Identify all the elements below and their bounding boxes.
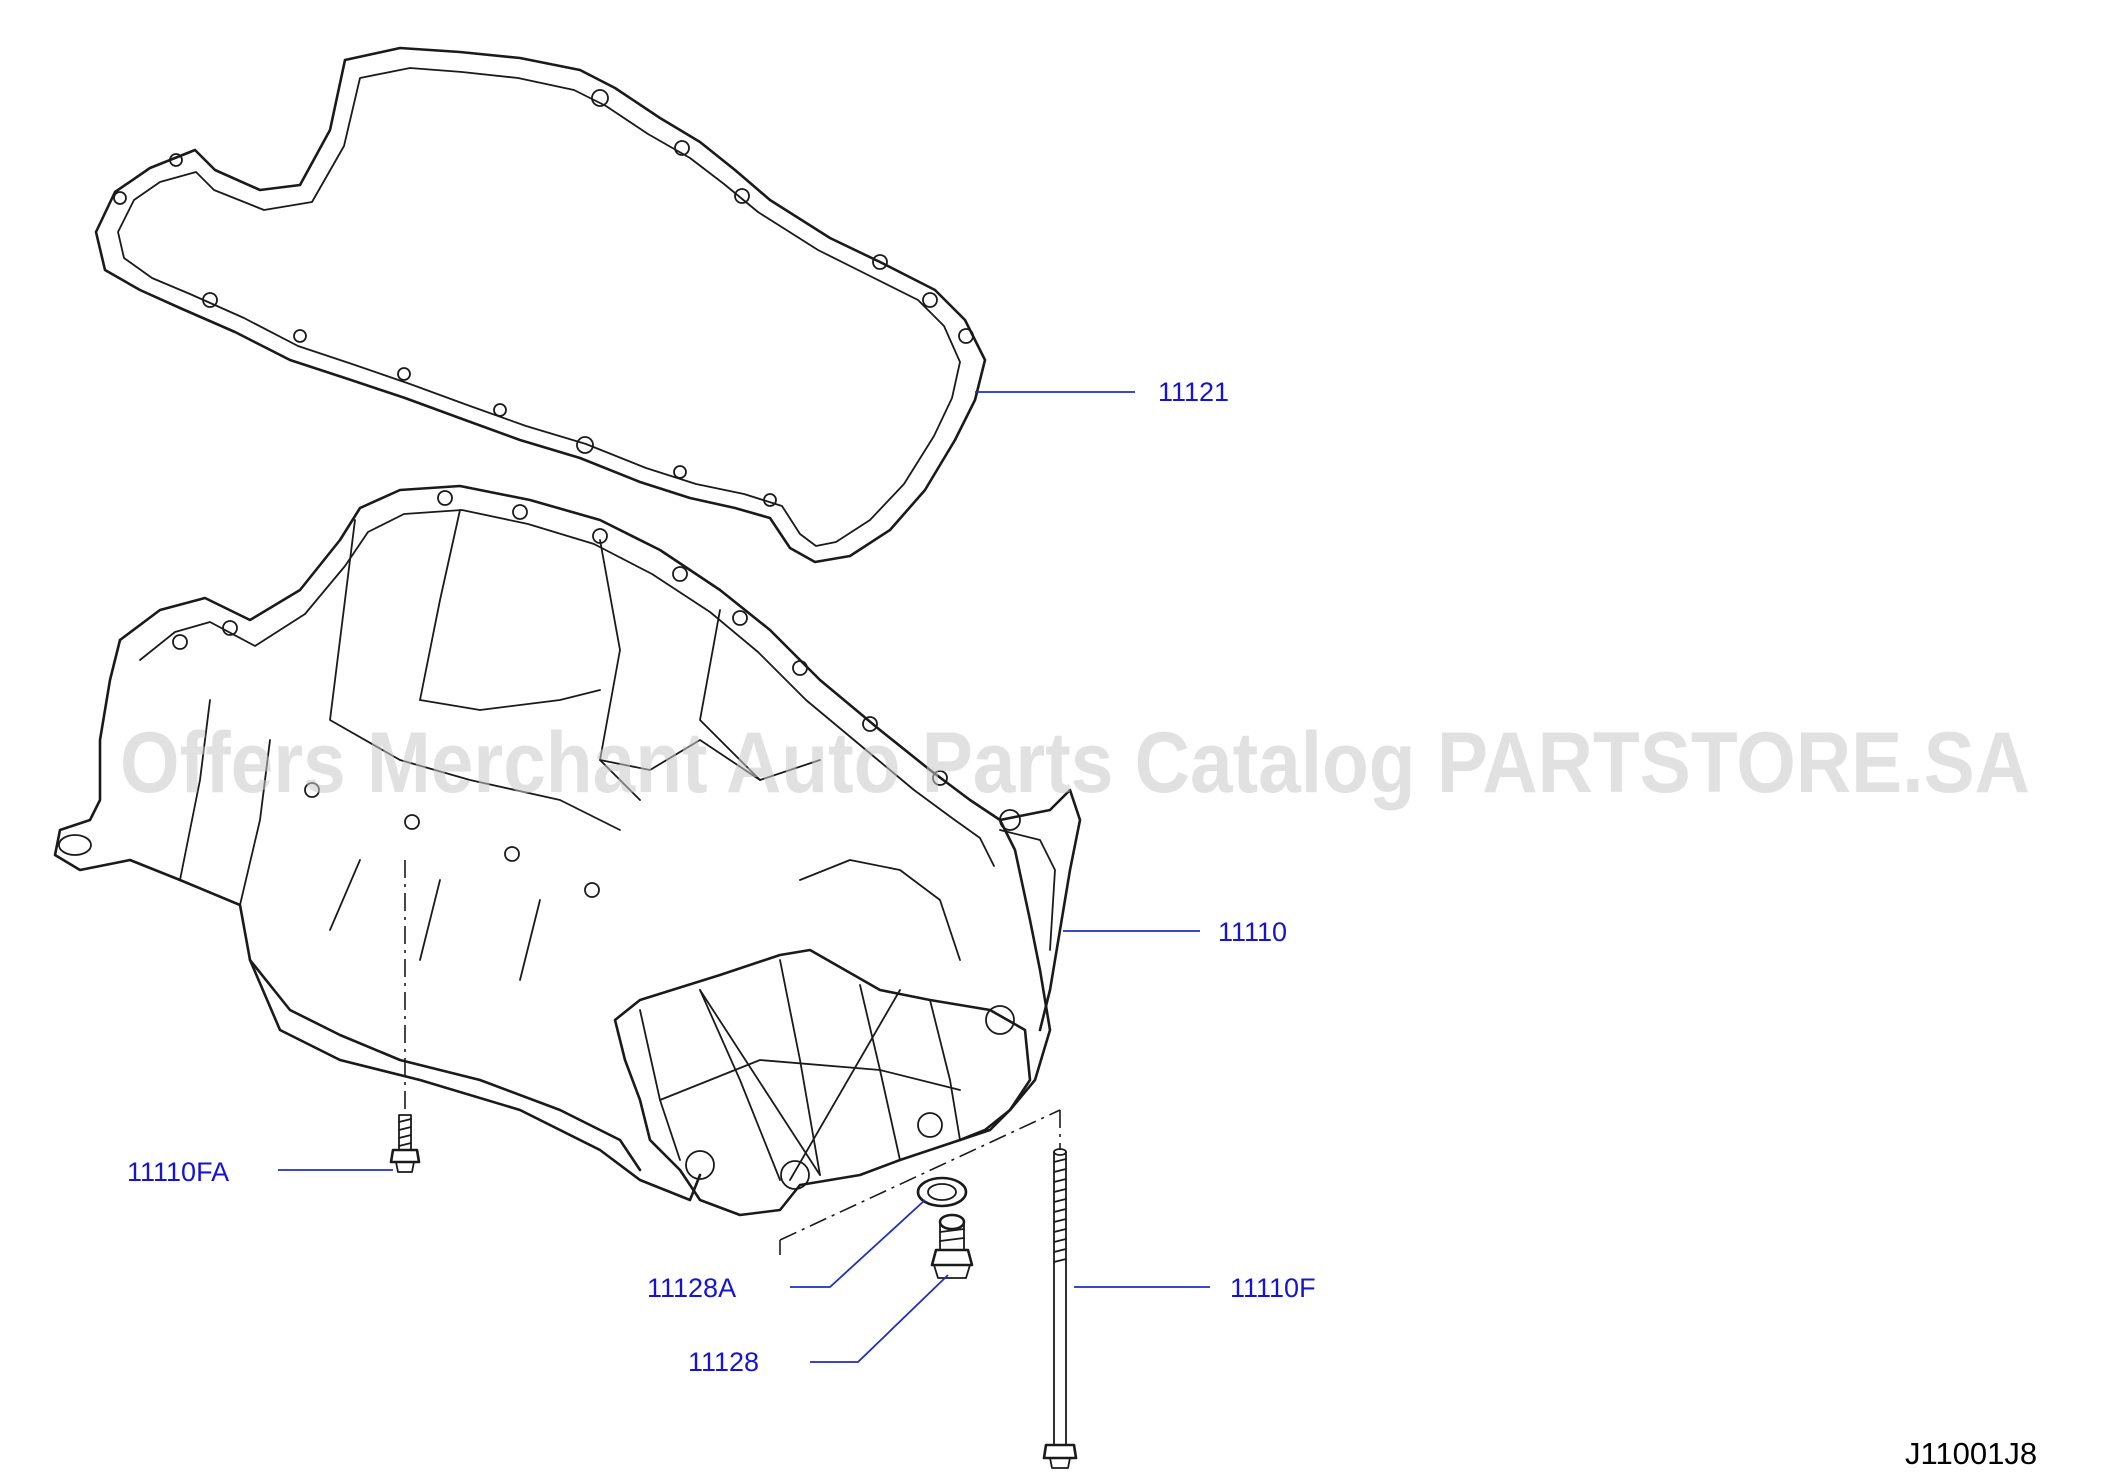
callout-oil-pan[interactable]: 11110 <box>1218 917 1287 947</box>
callout-long-bolt[interactable]: 11110F <box>1230 1273 1316 1303</box>
diagram-code: J11001J8 <box>1905 1436 2037 1471</box>
callout-gasket[interactable]: 11121 <box>1158 377 1229 407</box>
callout-drain-plug[interactable]: 11128 <box>688 1347 759 1377</box>
pan-bolt-long[interactable] <box>1042 1148 1078 1469</box>
drain-plug[interactable] <box>930 1213 974 1279</box>
oil-pan[interactable] <box>53 484 1082 1217</box>
pan-bolt-short[interactable] <box>389 1114 421 1173</box>
callout-pan-bolt-a[interactable]: 11110FA <box>127 1157 229 1187</box>
watermark-text: Offers Merchant Auto Parts Catalog PARTS… <box>120 715 2030 811</box>
oil-pan-gasket[interactable] <box>94 46 987 564</box>
callout-drain-washer[interactable]: 11128A <box>647 1273 736 1303</box>
alignment-line-upper <box>779 1109 1061 1241</box>
leader-line-drain-washer <box>790 1199 926 1288</box>
leader-line-drain-plug <box>810 1274 949 1363</box>
drain-plug-washer[interactable] <box>916 1176 968 1208</box>
